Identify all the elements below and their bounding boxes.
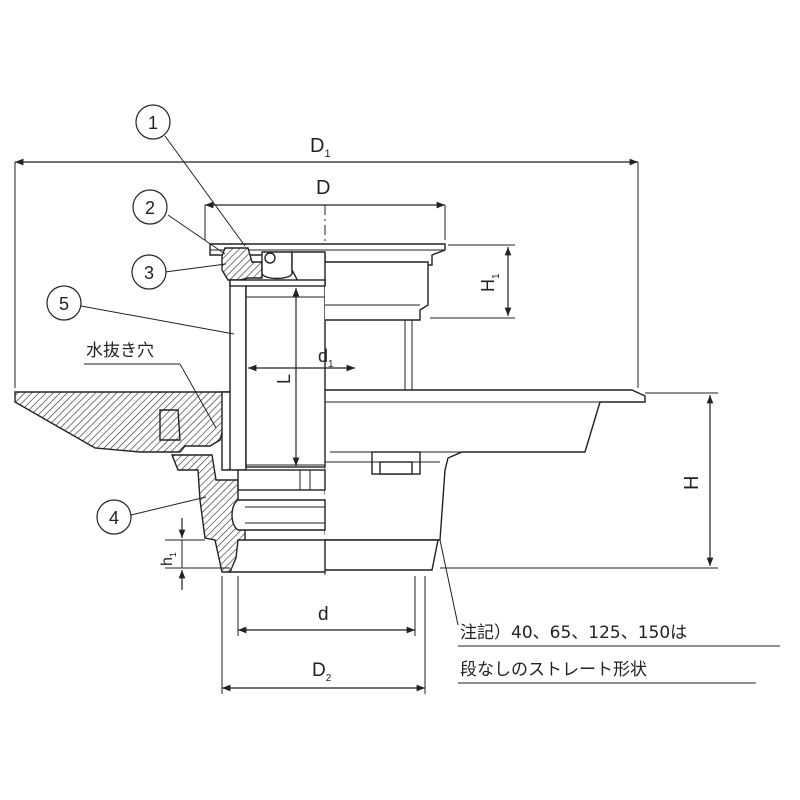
body-bowl-right xyxy=(325,389,646,541)
dim-label-D2: D2 xyxy=(312,660,332,684)
dim-label-D: D xyxy=(316,177,330,199)
svg-text:水抜き穴: 水抜き穴 xyxy=(86,341,154,361)
callout-2: 2 xyxy=(132,189,226,255)
note-block: 注記）40、65、125、150は 段なしのストレート形状 xyxy=(439,539,780,684)
svg-text:2: 2 xyxy=(145,198,155,218)
callout-5: 5 xyxy=(46,285,235,335)
inner-pipe xyxy=(229,279,247,471)
svg-text:4: 4 xyxy=(109,508,119,528)
callout-4: 4 xyxy=(96,496,207,535)
joint-gasket xyxy=(231,499,326,531)
outlet-pipe-right xyxy=(325,539,439,571)
dim-label-d1: d1 xyxy=(318,346,334,370)
dim-label-L: L xyxy=(274,374,294,384)
svg-text:3: 3 xyxy=(144,263,154,283)
svg-text:1: 1 xyxy=(148,113,158,133)
note-line-2: 段なしのストレート形状 xyxy=(460,660,647,680)
body-flange-left xyxy=(14,391,233,453)
dim-label-H1: H1 xyxy=(478,273,502,292)
grate-stem xyxy=(325,261,429,321)
callout-1: 1 xyxy=(135,104,246,247)
note-line-1: 注記）40、65、125、150は xyxy=(460,623,687,643)
dim-label-d: d xyxy=(318,604,329,625)
callout-3: 3 xyxy=(131,254,227,290)
grate-lip-left xyxy=(221,247,263,281)
dim-label-h1: h1 xyxy=(159,552,178,566)
drain-hole-label: 水抜き穴 xyxy=(84,341,217,429)
dim-label-H: H xyxy=(681,476,703,490)
dim-label-D1: D1 xyxy=(310,135,331,160)
body-rib xyxy=(159,409,181,441)
svg-text:5: 5 xyxy=(59,294,69,314)
